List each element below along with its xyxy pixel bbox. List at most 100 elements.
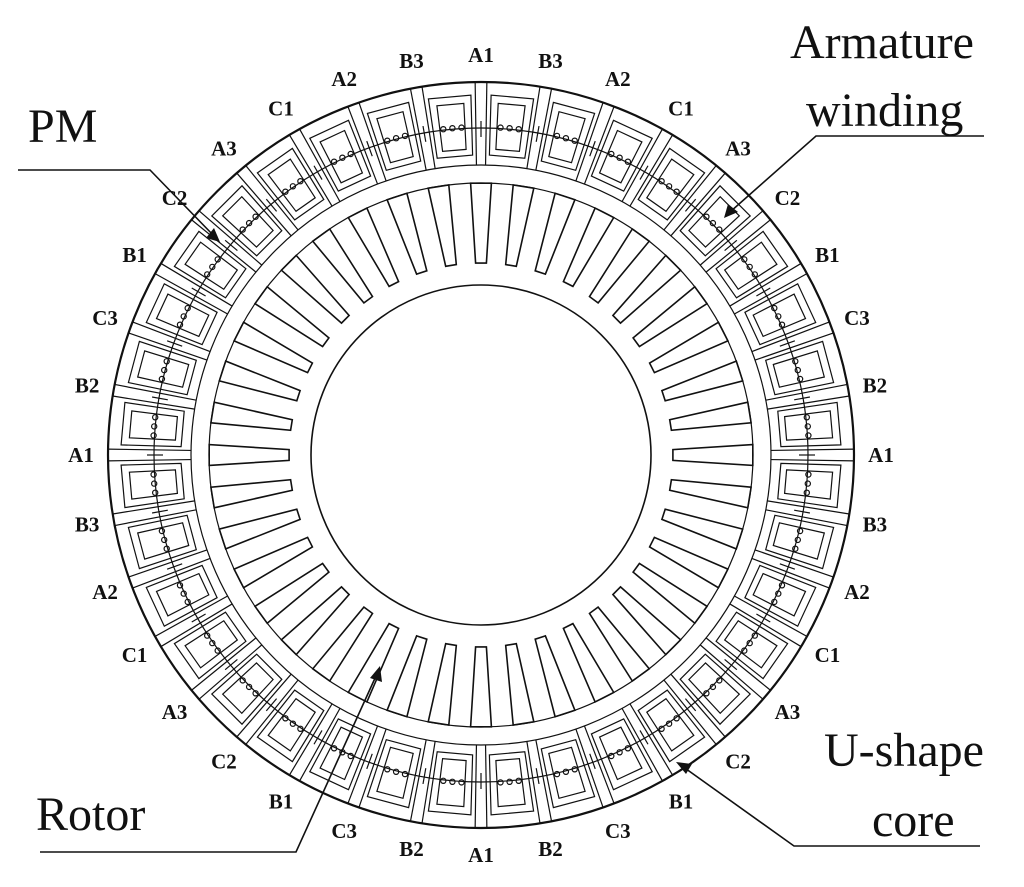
winding-conductor: [515, 777, 522, 785]
armature-coil: [783, 410, 834, 441]
pm-tick: [589, 753, 596, 770]
winding-conductor: [245, 683, 253, 691]
stator-slot: [145, 564, 218, 628]
module-separator: [128, 549, 208, 578]
stator-slot: [145, 282, 218, 346]
armature-coil: [645, 158, 695, 213]
winding-conductor: [716, 677, 723, 684]
winding-conductor: [150, 423, 158, 430]
stator-slot: [540, 101, 596, 172]
pm-tick: [265, 698, 278, 712]
armature-coil: [436, 757, 467, 808]
rotor-tooth: [648, 321, 730, 374]
winding-conductor: [796, 527, 804, 535]
winding-conductor: [282, 715, 289, 722]
armature-winding-leader-line: [724, 135, 984, 218]
shaft-circle: [310, 284, 652, 626]
stator-slot: [308, 119, 372, 192]
u-shape-core-leader-line: [676, 762, 980, 847]
module-separator: [288, 703, 333, 776]
winding-conductor: [392, 768, 400, 776]
module-separator: [751, 557, 830, 589]
rotor-tooth: [469, 182, 493, 264]
winding-conductor: [803, 414, 811, 421]
armature-coil: [267, 158, 317, 213]
stator-slot: [777, 462, 842, 509]
module-separator: [236, 673, 292, 738]
armature-coil: [155, 293, 210, 338]
module-separator: [629, 703, 674, 776]
slot-label-a1: A1: [68, 443, 94, 467]
stator-slot: [764, 340, 835, 396]
stator-slot: [540, 738, 596, 809]
armature-coil: [598, 129, 643, 184]
rotor-tooth: [209, 478, 294, 509]
rotor-tooth: [209, 401, 294, 432]
winding-conductor: [151, 489, 159, 496]
armature-coil: [436, 102, 467, 153]
module-separator: [699, 210, 764, 266]
armature-coil: [752, 572, 807, 617]
slot-label-b2: B2: [399, 837, 424, 861]
winding-conductor: [203, 632, 211, 639]
slot-label-b1: B1: [269, 789, 294, 813]
winding-conductor: [151, 414, 159, 421]
winding-conductor: [553, 132, 561, 140]
armature-coil: [128, 410, 179, 441]
pm-tick: [224, 658, 238, 671]
winding-conductor: [150, 480, 158, 487]
armature-coil: [128, 469, 179, 500]
winding-conductor: [804, 423, 812, 430]
module-separator: [770, 458, 854, 462]
winding-conductor: [458, 124, 465, 131]
winding-conductor: [658, 177, 665, 185]
winding-conductor: [289, 720, 297, 727]
rotor-tooth: [208, 443, 290, 467]
pm-tick: [684, 698, 697, 712]
module-separator: [154, 595, 228, 637]
rotor-tooth: [562, 206, 615, 288]
stator-slot: [427, 94, 474, 159]
rotor-tooth: [648, 536, 730, 589]
pm-tick: [166, 340, 183, 347]
stator-outer-circle: [106, 80, 856, 830]
slot-label-a2: A2: [844, 580, 870, 604]
module-separator: [663, 679, 717, 745]
module-separator: [729, 262, 802, 307]
pm-tick: [224, 239, 238, 252]
slot-label-a2: A2: [92, 580, 118, 604]
winding-conductor: [209, 639, 216, 647]
slot-label-b1: B1: [122, 243, 147, 267]
winding-conductor: [401, 132, 409, 140]
armature-coil: [772, 522, 826, 560]
armature-coil: [184, 241, 239, 291]
module-separator: [575, 102, 604, 182]
stator-slot: [637, 147, 706, 221]
module-separator: [670, 673, 726, 738]
armature-coil: [688, 662, 741, 715]
winding-conductor: [160, 366, 168, 374]
rotor-tooth: [534, 192, 576, 276]
stator-slot: [173, 230, 247, 299]
pm-tick: [422, 768, 427, 785]
module-separator: [245, 679, 299, 745]
rotor-tooth: [588, 227, 651, 304]
rotor-tooth: [386, 192, 428, 276]
winding-conductor: [203, 271, 211, 278]
armature-coil: [136, 522, 190, 560]
stator-slot: [590, 119, 654, 192]
rotor-tooth: [504, 183, 535, 268]
module-separator: [621, 128, 663, 202]
winding-conductor: [252, 213, 259, 220]
stator-slot: [173, 611, 247, 680]
stator-slot: [637, 689, 706, 763]
armature-coil: [184, 619, 239, 669]
pm-tick: [366, 753, 373, 770]
winding-conductor: [709, 219, 717, 227]
stator-slot: [308, 718, 372, 791]
rotor-leader-line: [40, 666, 382, 853]
module-separator: [765, 509, 848, 527]
module-separator: [198, 210, 263, 266]
stator-slot: [256, 147, 325, 221]
rotor-tooth: [311, 606, 374, 683]
